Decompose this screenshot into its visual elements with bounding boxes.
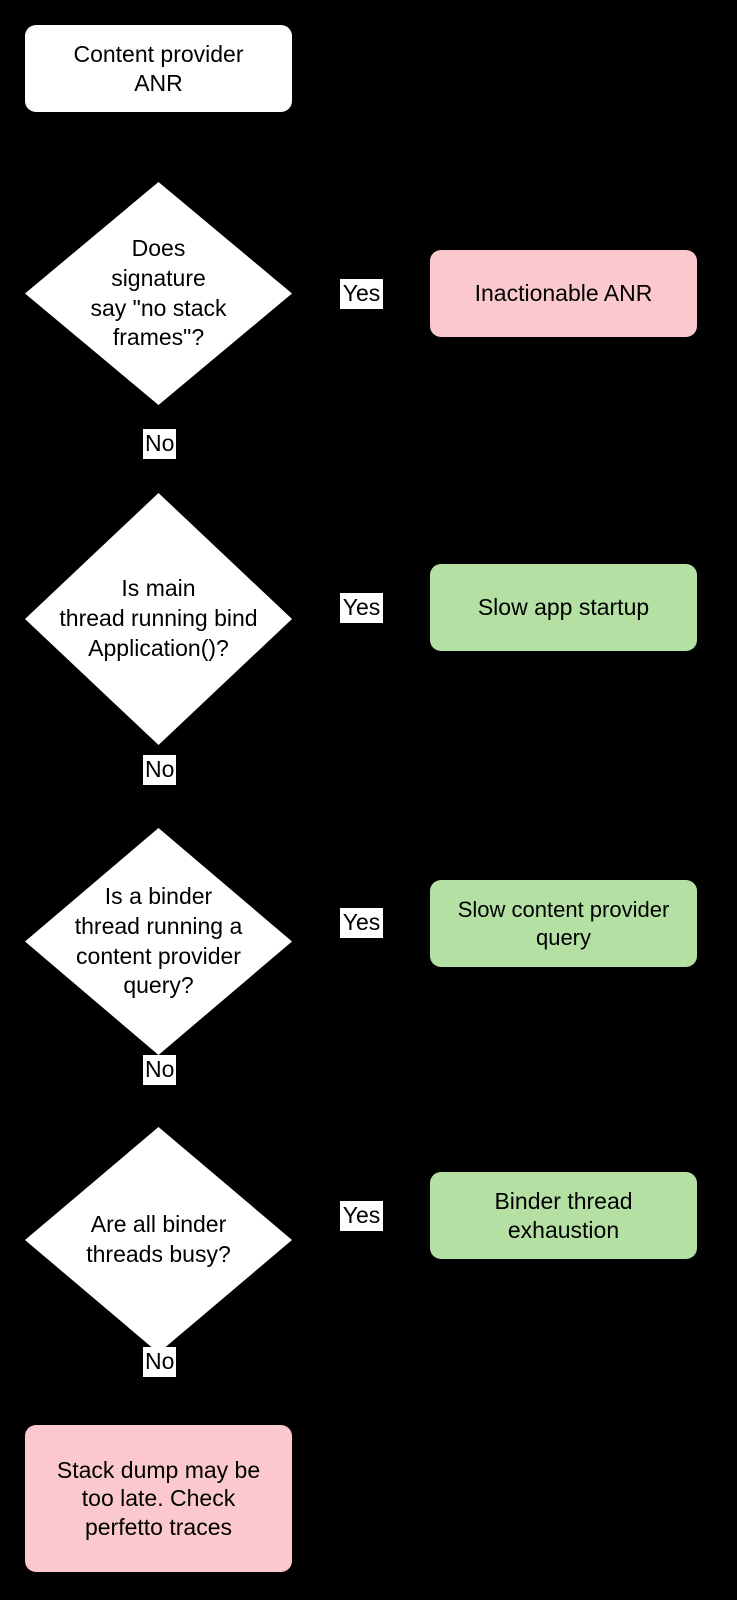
node-label: Stack dump may be too late. Check perfet… bbox=[56, 1456, 261, 1540]
node-label: Slow app startup bbox=[477, 594, 650, 621]
edge-label-no-4: No bbox=[143, 1347, 176, 1377]
node-slow-content-provider-query[interactable]: Slow content provider query bbox=[430, 880, 697, 967]
edge-label-yes-1: Yes bbox=[340, 279, 383, 309]
node-content-provider-anr[interactable]: Content provider ANR bbox=[25, 25, 292, 112]
decision-label: Are all binder threads busy? bbox=[86, 1211, 231, 1267]
node-stack-dump-too-late[interactable]: Stack dump may be too late. Check perfet… bbox=[25, 1425, 292, 1572]
edge-label-yes-3: Yes bbox=[340, 908, 383, 938]
decision-are-all-binder-threads-busy[interactable]: Are all binder threads busy? bbox=[25, 1127, 292, 1353]
decision-label: Is main thread running bind Application(… bbox=[59, 575, 258, 661]
connector-decision-3-no bbox=[157, 1054, 159, 1128]
node-label: Content provider ANR bbox=[73, 40, 244, 96]
node-label: Slow content provider query bbox=[457, 897, 670, 950]
node-slow-app-startup[interactable]: Slow app startup bbox=[430, 564, 697, 651]
node-label: Binder thread exhaustion bbox=[494, 1187, 633, 1243]
node-inactionable-anr[interactable]: Inactionable ANR bbox=[430, 250, 697, 337]
edge-label-no-2: No bbox=[143, 755, 176, 785]
node-label: Inactionable ANR bbox=[474, 280, 653, 307]
connector-decision-4-no bbox=[157, 1352, 159, 1426]
edge-label-no-3: No bbox=[143, 1055, 176, 1085]
node-binder-thread-exhaustion[interactable]: Binder thread exhaustion bbox=[430, 1172, 697, 1259]
decision-is-main-thread-running-bind-application[interactable]: Is main thread running bind Application(… bbox=[25, 493, 292, 745]
decision-is-binder-thread-running-content-provider-query[interactable]: Is a binder thread running a content pro… bbox=[25, 828, 292, 1055]
connector-start-to-decision-1 bbox=[157, 112, 159, 184]
decision-does-signature-say-no-stack-frames[interactable]: Does signature say "no stack frames"? bbox=[25, 182, 292, 405]
decision-label: Does signature say "no stack frames"? bbox=[90, 234, 227, 351]
connector-decision-2-no bbox=[157, 744, 159, 830]
decision-label: Is a binder thread running a content pro… bbox=[74, 882, 243, 999]
edge-label-no-1: No bbox=[143, 429, 176, 459]
edge-label-yes-2: Yes bbox=[340, 593, 383, 623]
edge-label-yes-4: Yes bbox=[340, 1201, 383, 1231]
